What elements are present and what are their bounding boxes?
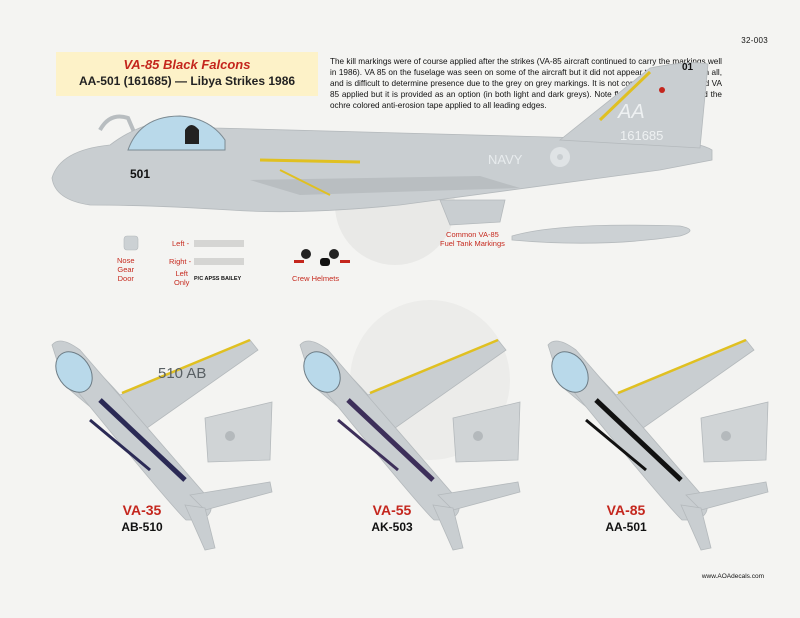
squadron-modex: AA-501 (605, 520, 647, 534)
label-line: Only (174, 278, 190, 287)
squadron-modex: AB-510 (121, 520, 163, 534)
plan-canopy (551, 351, 589, 393)
label-line: Nose (117, 256, 135, 265)
plan-view-aircraft (299, 338, 521, 551)
squadron-name: VA-35 (122, 502, 162, 518)
wing-leading-edge (617, 338, 747, 395)
plan-view-aircraft (547, 338, 769, 551)
wing-root (250, 176, 520, 195)
squadron-name: VA-85 (606, 502, 646, 518)
wing-code: 510 AB (158, 365, 206, 382)
nose-gear-door-decal (123, 235, 139, 251)
title-sub: AA-501 (161685) — Libya Strikes 1986 (78, 74, 296, 88)
main-gear-pod (439, 199, 506, 226)
plan-tailplane (437, 481, 521, 511)
left-decal-strip (194, 240, 244, 247)
title-main: VA-85 Black Falcons (123, 57, 251, 72)
plan-tailplane (680, 504, 712, 551)
label-line: Left (175, 269, 188, 278)
label-line: Fuel Tank Markings (440, 239, 505, 248)
walkway-stripe (337, 418, 399, 472)
side-profile-aircraft: 501 NAVY 01 AA 161685 (51, 62, 713, 226)
crew-helmets (294, 249, 350, 266)
pilot-silhouette (185, 125, 199, 144)
notes-paragraph: The kill markings were of course applied… (330, 57, 722, 110)
tail-modex: 01 (682, 62, 694, 73)
refuel-probe (98, 114, 136, 133)
ochre-stripe (259, 158, 361, 164)
squadron-caption: VA-55 AK-503 (332, 502, 452, 534)
walkway-stripe (594, 398, 683, 482)
crew-helmets-label: Crew Helmets (292, 274, 340, 283)
nose-modex: 501 (130, 167, 150, 181)
wing-fold-panel (700, 401, 769, 463)
website-url: www.AOAdecals.com (701, 573, 764, 580)
tail-light (659, 87, 665, 93)
walkway-stripe (89, 418, 151, 472)
nose-gear-door-label: Nose Gear Door (117, 256, 135, 283)
wing-fold-panel (452, 401, 521, 463)
wing-leading-edge (121, 338, 251, 395)
walkway-stripe (346, 398, 435, 482)
fuel-tank-label: Common VA-85 Fuel Tank Markings (440, 230, 505, 248)
plan-tailplane (189, 481, 273, 511)
sheet-number: 32-003 (741, 36, 768, 45)
tail-letters: AA (617, 101, 645, 123)
plan-tailplane (184, 504, 216, 551)
right-label: Right - (169, 257, 192, 266)
squadron-caption: VA-35 AB-510 (82, 502, 202, 534)
wing-leading-edge (369, 338, 499, 395)
name-tag-decal: P/C APSS BAILEY (194, 276, 242, 282)
ochre-stripe (279, 169, 331, 196)
fuel-tank (511, 224, 691, 244)
plan-view-aircraft: 510 AB (51, 338, 273, 551)
squadron-name: VA-55 (372, 502, 412, 518)
fin-leading-edge (598, 70, 652, 122)
left-only-label: Left Only (174, 269, 189, 287)
walkway-stripe (98, 398, 187, 482)
squadron-caption: VA-85 AA-501 (566, 502, 686, 534)
bureau-number: 161685 (620, 128, 663, 143)
label-line: Common VA-85 (446, 230, 499, 239)
tail-fin (558, 62, 709, 149)
label-line: Gear (117, 265, 135, 274)
left-label: Left - (172, 239, 190, 248)
label-line: Door (117, 274, 134, 283)
plan-canopy (55, 351, 93, 393)
plan-views: 510 AB (51, 338, 769, 551)
title-box: VA-85 Black Falcons AA-501 (161685) — Li… (56, 52, 318, 96)
plan-tailplane (432, 504, 464, 551)
wing-roundel (721, 431, 731, 441)
wing-roundel (473, 431, 483, 441)
right-decal-strip (194, 258, 244, 265)
wing-fold-panel (204, 401, 273, 463)
squadron-modex: AK-503 (371, 520, 413, 534)
canopy (127, 115, 226, 151)
plan-canopy (303, 351, 341, 393)
plan-tailplane (685, 481, 769, 511)
navy-text: NAVY (488, 152, 523, 167)
wing-roundel (225, 431, 235, 441)
walkway-stripe (585, 418, 647, 472)
